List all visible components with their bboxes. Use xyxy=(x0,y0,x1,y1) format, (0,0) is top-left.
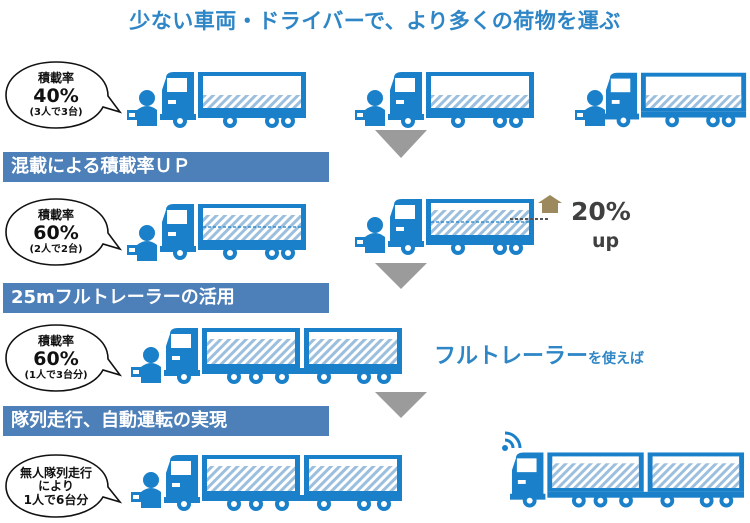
bubble-label: 積載率 xyxy=(37,208,74,223)
truck-icon xyxy=(388,199,534,255)
full-trailer-caption-suffix: を使えば xyxy=(588,351,645,367)
driver-icon xyxy=(355,217,385,253)
full-trailer-caption-main: フルトレーラー xyxy=(434,344,589,369)
step-band-mixed-loading: 混載による積載率ＵＰ xyxy=(3,152,329,182)
step-band-platooning: 隊列走行、自動運転の実現 xyxy=(3,406,329,436)
full-trailer-caption: フルトレーラーを使えば xyxy=(434,338,644,370)
down-arrow-icon xyxy=(375,130,427,158)
speech-bubble-shape xyxy=(5,454,123,518)
speech-bubble-shape xyxy=(5,198,123,266)
bubble-value: 60% xyxy=(33,221,79,244)
bubble-line: 無人隊列走行 xyxy=(19,466,92,481)
truck-icon xyxy=(604,72,747,128)
bubble-load-60: 積載率 60% (2人で2台) xyxy=(4,197,123,267)
speech-bubble-shape xyxy=(5,324,123,392)
driver-icon xyxy=(355,90,385,126)
bubble-label: 積載率 xyxy=(37,71,74,86)
down-arrow-icon xyxy=(375,392,427,418)
increase-unit: up xyxy=(592,230,620,252)
lead-platoon-truck-icon xyxy=(164,455,402,511)
truck-icon xyxy=(160,204,306,260)
bubble-line: により xyxy=(38,479,74,494)
truck-icon xyxy=(160,72,306,128)
bubble-line: 1人で6台分 xyxy=(23,492,89,507)
page-title: 少ない車両・ドライバーで、より多くの荷物を運ぶ xyxy=(129,9,621,33)
bubble-load-40: 積載率 40% (3人で3台) xyxy=(4,60,123,130)
load-increase-indicator xyxy=(510,195,562,220)
full-trailer-truck-icon xyxy=(164,328,402,384)
truck-icon xyxy=(388,72,534,128)
bubble-note: (2人で2台) xyxy=(29,243,83,255)
driver-icon xyxy=(127,90,157,126)
increase-percent: 20% xyxy=(571,197,631,226)
driver-icon xyxy=(131,347,161,383)
down-arrow-icon xyxy=(375,263,427,289)
bubble-full-trailer: 積載率 60% (1人で3台分) xyxy=(4,323,123,393)
bubble-value: 40% xyxy=(33,84,79,107)
bubble-value: 60% xyxy=(33,347,79,370)
driver-icon xyxy=(131,472,161,508)
step-band-full-trailer: 25mフルトレーラーの活用 xyxy=(3,283,329,313)
bubble-note: (3人で3台) xyxy=(29,106,83,118)
autonomous-platoon-truck-icon xyxy=(510,452,745,508)
bubble-platooning: 無人隊列走行 により 1人で6台分 xyxy=(4,453,123,521)
speech-bubble-shape xyxy=(5,61,123,129)
bubble-label: 積載率 xyxy=(37,334,74,349)
bubble-note: (1人で3台分) xyxy=(24,369,88,381)
driver-icon xyxy=(127,225,157,261)
wireless-signal-icon xyxy=(502,431,522,451)
